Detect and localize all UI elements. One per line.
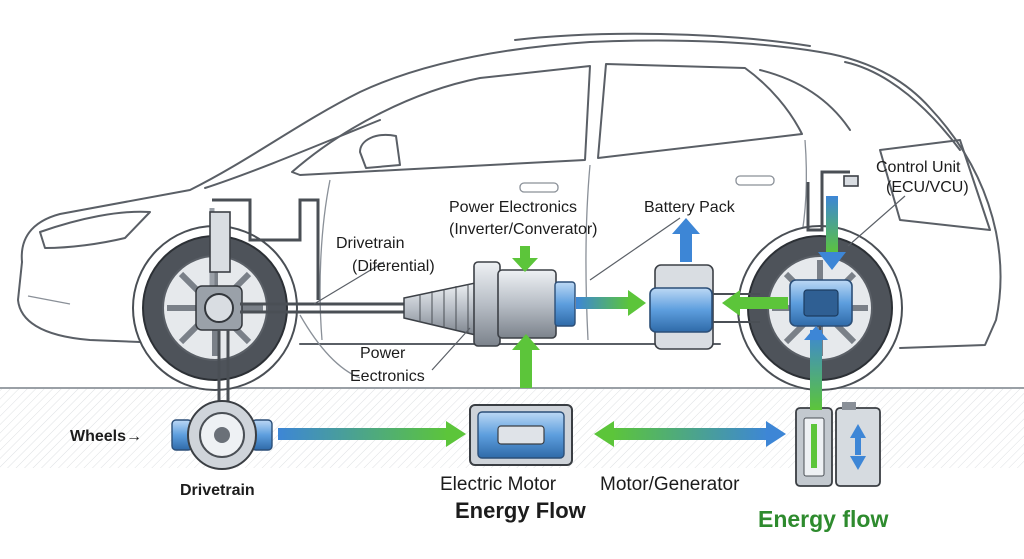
green-up-arrow	[512, 334, 540, 388]
label-drivetrain-top: Drivetrain	[336, 235, 404, 252]
car-body-outline	[17, 32, 1002, 349]
flow-arrows	[278, 196, 866, 470]
label-eectronics: Eectronics	[350, 368, 425, 385]
label-wheels: Wheels→	[70, 428, 142, 445]
label-diferential: (Diferential)	[352, 258, 435, 275]
label-electric-motor: Electric Motor	[440, 474, 557, 495]
battery-pack-unit	[649, 264, 760, 350]
label-drivetrain-bottom: Drivetrain	[180, 482, 255, 499]
label-power-electronics-top: Power Electronics	[449, 199, 577, 216]
label-power-bottom: Power	[360, 345, 406, 362]
label-ecu-vcu: (ECU/VCU)	[886, 179, 969, 196]
label-control-unit: Control Unit	[876, 159, 961, 176]
rear-vertical-flow	[804, 326, 828, 410]
label-energy-flow-green: Energy flow	[758, 506, 888, 532]
bottom-battery-unit	[795, 402, 881, 487]
motor-generator-double-arrow	[594, 421, 786, 447]
drivetrain-to-motor-arrow	[278, 421, 466, 447]
leader-lines	[313, 195, 906, 371]
bottom-electric-motor	[469, 404, 573, 466]
central-motor-unit	[403, 261, 576, 347]
green-down-arrow	[512, 246, 538, 272]
control-unit-assembly	[789, 170, 859, 400]
label-inverter-converator: (Inverter/Converator)	[449, 221, 598, 238]
labels: Power Electronics (Inverter/Converator) …	[70, 159, 969, 532]
blue-down-arrow-rear	[818, 196, 846, 270]
motor-to-battery-arrow	[576, 290, 646, 316]
label-battery-pack: Battery Pack	[644, 199, 736, 216]
control-to-battery-arrow	[722, 290, 788, 316]
bottom-drivetrain	[171, 400, 273, 470]
label-motor-generator: Motor/Generator	[600, 474, 740, 495]
battery-internal-arrows	[811, 424, 866, 470]
blue-up-arrow	[672, 218, 700, 262]
label-energy-flow-black: Energy Flow	[455, 498, 587, 523]
